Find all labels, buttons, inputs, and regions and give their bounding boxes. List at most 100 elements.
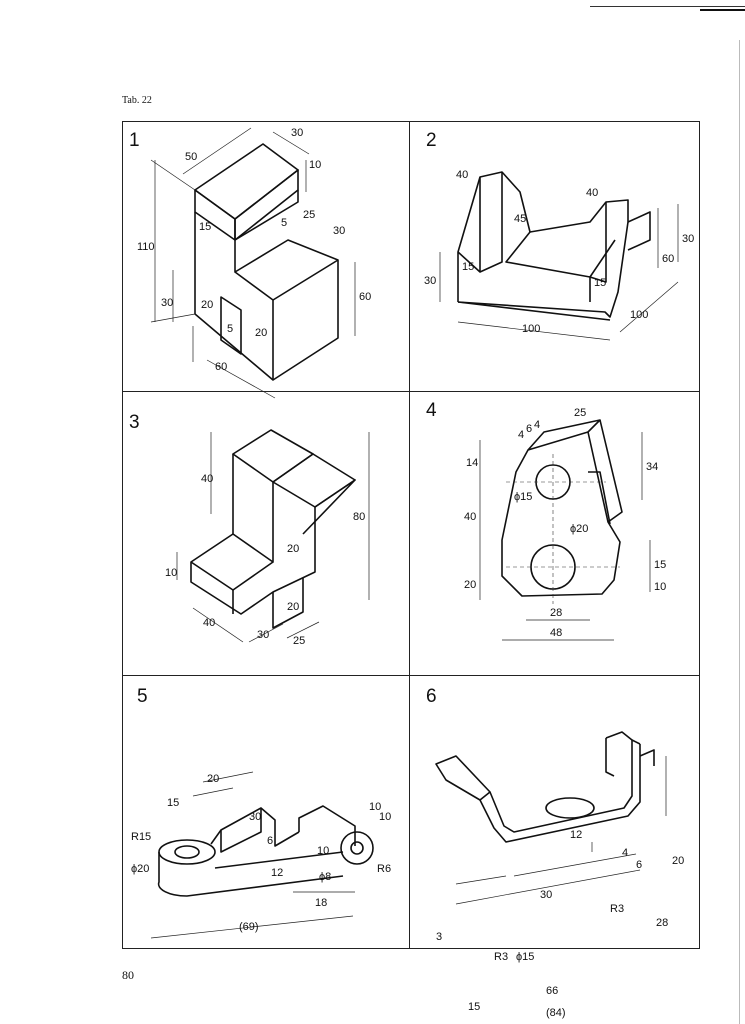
- dimension-label: 60: [359, 291, 371, 303]
- dimension-label: 15: [462, 261, 474, 273]
- dimension-label: (69): [239, 921, 259, 933]
- dimension-label: 20: [672, 855, 684, 867]
- dimension-label: 15: [654, 559, 666, 571]
- isometric-drawing-4: 25 4 6 4 14 34 ϕ15 ϕ20 40 15 20 10 28 48: [464, 407, 666, 641]
- dimension-label: (84): [546, 1007, 566, 1019]
- dimension-label: 3: [436, 931, 442, 943]
- grid-divider-vertical: [409, 122, 410, 948]
- cell-number: 5: [137, 686, 148, 707]
- cell-number: 3: [129, 412, 140, 433]
- dimension-label: 40: [586, 187, 598, 199]
- dimension-label: 10: [165, 567, 177, 579]
- dimension-label: 28: [550, 607, 562, 619]
- dimension-label: 30: [682, 233, 694, 245]
- isometric-drawing-3: 40 80 20 10 20 40 30 25: [165, 429, 370, 647]
- dimension-label: 10: [654, 581, 666, 593]
- cell-number: 2: [426, 130, 437, 151]
- isometric-drawing-6: 12 4 6 20 30 3 R3 28 R3 ϕ15 66 15 (84): [435, 731, 684, 1019]
- dimension-label: 20: [464, 579, 476, 591]
- table-label: Tab. 22: [122, 95, 152, 106]
- dimension-label: 40: [203, 617, 215, 629]
- dimension-label: 18: [315, 897, 327, 909]
- dimension-label: 15: [199, 221, 211, 233]
- dimension-label: 20: [207, 773, 219, 785]
- dimension-label: 14: [466, 457, 478, 469]
- dimension-label: 100: [522, 323, 540, 335]
- dimension-label: 10: [309, 159, 321, 171]
- dimension-label: R6: [377, 863, 391, 875]
- cell-number: 4: [426, 400, 437, 421]
- isometric-drawing-5: 20 15 30 R15 6 10 10 ϕ20 12 10 ϕ8 R6 18 …: [131, 771, 391, 939]
- dimension-label: 60: [215, 361, 227, 373]
- dimension-label: R15: [131, 831, 151, 843]
- dimension-label: 12: [570, 829, 582, 841]
- drawing-cell-1: 1 50 30 10 110 15 5 25 30 30: [123, 122, 409, 399]
- scan-right-edge: [739, 40, 740, 1024]
- dimension-label: 6: [526, 423, 532, 435]
- dimension-label: 4: [518, 429, 524, 441]
- dimension-label: 40: [201, 473, 213, 485]
- dimension-label: 100: [630, 309, 648, 321]
- dimension-label: 45: [514, 213, 526, 225]
- cell-number: 1: [129, 130, 140, 151]
- dimension-label: 4: [622, 847, 628, 859]
- grid-divider-horizontal-1: [123, 391, 699, 392]
- dimension-label: 40: [456, 169, 468, 181]
- dimension-label: 12: [271, 867, 283, 879]
- dimension-label: 48: [550, 627, 562, 639]
- drawing-cell-2: 2 40 45 40 15 30 15 60 30 100 100: [410, 122, 701, 391]
- dimension-label: 15: [594, 277, 606, 289]
- dimension-label: 10: [317, 845, 329, 857]
- dimension-label: 40: [464, 511, 476, 523]
- dimension-label: ϕ15: [516, 951, 534, 963]
- dimension-label: 20: [287, 543, 299, 555]
- dimension-label: 5: [281, 217, 287, 229]
- dimension-label: 80: [353, 511, 365, 523]
- drawing-cell-6: 6 12 4 6 20 30 3 R3 28 R3 ϕ15 66 15: [410, 676, 701, 1019]
- dimension-label: 30: [333, 225, 345, 237]
- dimension-label: 110: [137, 241, 155, 253]
- drawing-grid: 1 50 30 10 110 15 5 25 30 30: [122, 121, 701, 1019]
- dimension-label: 34: [646, 461, 658, 473]
- dimension-label: 60: [662, 253, 674, 265]
- dimension-label: 25: [293, 635, 305, 647]
- isometric-drawing-1: 50 30 10 110 15 5 25 30 30 20 5 20 60 60: [137, 127, 371, 399]
- dimension-label: ϕ8: [319, 871, 331, 883]
- dimension-label: 15: [167, 797, 179, 809]
- dimension-label: 15: [468, 1001, 480, 1013]
- dimension-label: 30: [257, 629, 269, 641]
- dimension-label: 25: [574, 407, 586, 419]
- scan-edge-line: [590, 6, 745, 7]
- dimension-label: R3: [610, 903, 624, 915]
- page-number: 80: [122, 968, 134, 982]
- dimension-label: 10: [369, 801, 381, 813]
- dimension-label: 4: [534, 419, 540, 431]
- dimension-label: ϕ15: [514, 491, 532, 503]
- drawing-cell-4: 4 25 4 6 4 14 34 ϕ15 ϕ20 40 15: [410, 392, 701, 675]
- dimension-label: ϕ20: [570, 523, 588, 535]
- dimension-label: 6: [267, 835, 273, 847]
- dimension-label: ϕ20: [131, 863, 149, 875]
- drawing-cell-3: 3 40 80 20 10 20 40 30 25: [123, 392, 409, 675]
- dimension-label: 20: [287, 601, 299, 613]
- dimension-label: 30: [540, 889, 552, 901]
- dimension-label: 25: [303, 209, 315, 221]
- dimension-label: R3: [494, 951, 508, 963]
- dimension-label: 30: [249, 811, 261, 823]
- dimension-label: 50: [185, 151, 197, 163]
- isometric-drawing-2: 40 45 40 15 30 15 60 30 100 100: [424, 169, 694, 341]
- drawing-cell-5: 5 20 15 30 R15 6 10 10 ϕ20 12 10 ϕ8: [123, 676, 409, 950]
- dimension-label: 6: [636, 859, 642, 871]
- scan-edge-mark: [700, 9, 745, 11]
- dimension-label: 20: [255, 327, 267, 339]
- dimension-label: 30: [424, 275, 436, 287]
- dimension-label: 10: [379, 811, 391, 823]
- cell-number: 6: [426, 686, 437, 707]
- grid-divider-horizontal-2: [123, 675, 699, 676]
- dimension-label: 20: [201, 299, 213, 311]
- dimension-label: 66: [546, 985, 558, 997]
- dimension-label: 5: [227, 323, 233, 335]
- dimension-label: 30: [161, 297, 173, 309]
- dimension-label: 30: [291, 127, 303, 139]
- dimension-label: 28: [656, 917, 668, 929]
